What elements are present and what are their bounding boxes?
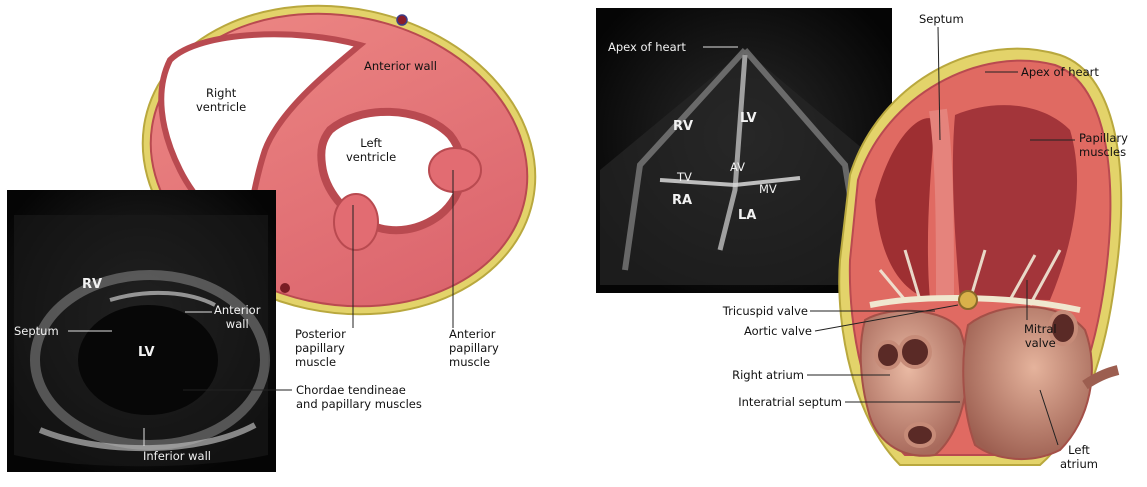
label-anterior-wall: Anterior wall [364,59,437,73]
label-anterior-papillary-line3: muscle [449,355,499,369]
label-posterior-papillary-line1: Posterior [295,327,346,341]
label-echo4-tv: TV [677,170,692,184]
label-interatrial: Interatrial septum [700,395,842,409]
label-echo4-ra: RA [672,194,692,208]
vein-opening [906,424,934,446]
label-posterior-papillary: Posterior papillary muscle [295,327,346,369]
label-echo4-lv: LV [740,112,757,126]
posterior-papillary-muscle [334,194,378,250]
coronary-vessel [280,283,290,293]
label-posterior-papillary-line3: muscle [295,355,346,369]
label-papillary-line2: muscles [1079,145,1128,159]
label-apex: Apex of heart [1021,65,1099,79]
label-left-ventricle-line1: Left [346,136,396,150]
label-left-atrium: Left atrium [1060,443,1098,471]
label-septum: Septum [919,12,964,26]
label-mitral-line1: Mitral [1024,322,1057,336]
label-echo-anterior-wall: Anterior wall [214,303,260,331]
label-echo-anterior-line2: wall [214,317,260,331]
vein-opening [876,342,900,368]
label-echo-lv: LV [138,346,155,360]
label-aortic: Aortic valve [700,324,812,338]
coronary-vessel [397,15,407,25]
label-anterior-papillary-line2: papillary [449,341,499,355]
label-right-atrium: Right atrium [700,368,804,382]
label-mitral: Mitral valve [1024,322,1057,350]
label-echo-apex: Apex of heart [608,40,686,54]
label-echo4-rv: RV [673,120,693,134]
label-right-ventricle-line2: ventricle [196,100,246,114]
label-echo-septum: Septum [14,324,59,338]
label-left-ventricle-line2: ventricle [346,150,396,164]
label-right-ventricle: Right ventricle [196,86,246,114]
label-echo4-la: LA [738,209,756,223]
label-mitral-line2: valve [1024,336,1057,350]
label-echo4-av: AV [730,160,745,174]
vein-opening [900,337,930,367]
label-papillary-line1: Papillary [1079,131,1128,145]
label-left-atrium-line1: Left [1060,443,1098,457]
label-anterior-papillary: Anterior papillary muscle [449,327,499,369]
left-ventricle-cut [953,105,1077,300]
interventricular-septum [938,110,945,300]
label-left-ventricle: Left ventricle [346,136,396,164]
label-posterior-papillary-line2: papillary [295,341,346,355]
label-right-ventricle-line1: Right [196,86,246,100]
label-left-atrium-line2: atrium [1060,457,1098,471]
echo-short-lv [78,305,218,415]
aortic-valve-ring [959,291,977,309]
label-echo-anterior-line1: Anterior [214,303,260,317]
label-chordae-line2: and papillary muscles [296,397,422,411]
label-echo4-mv: MV [759,182,777,196]
label-echo-inferior-wall: Inferior wall [143,449,211,463]
label-echo-rv: RV [82,278,102,292]
label-tricuspid: Tricuspid valve [700,304,808,318]
label-chordae: Chordae tendineae and papillary muscles [296,383,422,411]
label-papillary: Papillary muscles [1079,131,1128,159]
label-anterior-papillary-line1: Anterior [449,327,499,341]
label-chordae-line1: Chordae tendineae [296,383,422,397]
anterior-papillary-muscle [429,148,481,192]
